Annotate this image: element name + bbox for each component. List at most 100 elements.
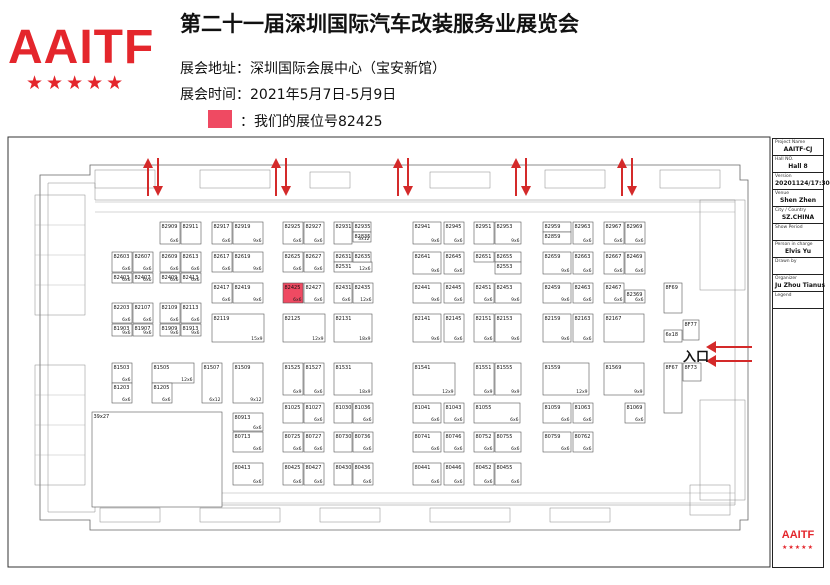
booth-rect [211,313,265,343]
booth-rect [603,251,625,275]
booth-rect [443,282,465,304]
booth-number: 80413 [235,465,251,471]
booth-number: 82959 [545,224,561,230]
booth-rect [663,282,683,314]
door-arrows-5 [617,158,637,196]
booth-number: 82469 [627,254,643,260]
booth-size: 6x6 [614,297,623,303]
title-block-value [775,299,821,307]
booth-rect [473,462,495,486]
booth-number: 82141 [415,316,431,322]
booth-81030: 81030 [333,402,353,424]
booth-rect [352,251,372,263]
booth-rect [603,313,645,343]
booth-82935: 82935 [352,221,372,233]
booth-number: 82969 [627,224,643,230]
booth-number: 82427 [306,285,322,291]
booth-rect [282,251,304,273]
booth-size: 9x6 [191,330,200,336]
booth-size: 6x6 [484,446,493,452]
booth-number: 80430 [336,465,352,471]
booth-size: 6x6 [635,238,644,244]
booth-rect [443,402,465,424]
booth-size: 9x6 [561,297,570,303]
booth-size: 6x6 [583,268,592,274]
booth-rect [443,313,465,343]
title-block-row: Legend [773,292,823,309]
booth-rect [159,251,181,273]
aaitf-logo: AAITF [8,21,155,74]
booth-size: 9x6 [170,330,179,336]
booth-number: 81505 [154,365,170,371]
booth-size: 6x6 [122,317,131,323]
booth-size: 15x9 [251,336,262,342]
booth-rect [624,221,646,245]
booth-rect [333,462,353,486]
booth-number: 82641 [415,254,431,260]
booth-rect [333,313,373,343]
booth-rect [542,431,572,453]
booth-number: 82617 [214,254,230,260]
booth-size: 6x6 [484,336,493,342]
booth-number: 80727 [306,434,322,440]
booth-number: 82369 [627,292,643,298]
door-arrows-3 [393,158,413,196]
title-block-label: City / Country [775,208,807,213]
booth-rect [232,362,264,404]
booth-number: 80713 [235,434,251,440]
booth-rect [603,221,625,245]
booth-size: 9x6 [561,268,570,274]
booth-rect [542,251,572,275]
booth-8F77: 8F77 [682,319,700,341]
title-block-value: Hall 8 [788,163,808,170]
title-block-label: Show Period [775,225,803,230]
booth-rect [443,462,465,486]
booth-size: 6x6 [314,238,323,244]
booth-size: 6x6 [635,297,644,303]
booth-82959: 82959 [542,221,572,233]
booth-rect [282,362,304,396]
booth-size: 6x6 [431,417,440,423]
booth-number: 81030 [336,405,352,411]
booth-rect [352,402,374,424]
booth-size: 6x9 [484,389,493,395]
logo-stars: ★★★★★ [26,72,127,94]
booth-number: 82935 [355,224,371,230]
booth-number: 82145 [446,316,462,322]
booth-size: 6x6 [293,297,302,303]
booth-size: 6x6 [293,238,302,244]
booth-size: 6x6 [191,317,200,323]
title-block-row: Drawn by [773,258,823,275]
booth-number: 82403 [114,275,130,281]
booth-number: 80913 [235,415,251,421]
booth-size: 6x6 [561,446,570,452]
title-block-value: Ju Zhou Tianus [775,282,826,289]
booth-number: 80452 [476,465,492,471]
hall-inner-outline [47,182,736,513]
